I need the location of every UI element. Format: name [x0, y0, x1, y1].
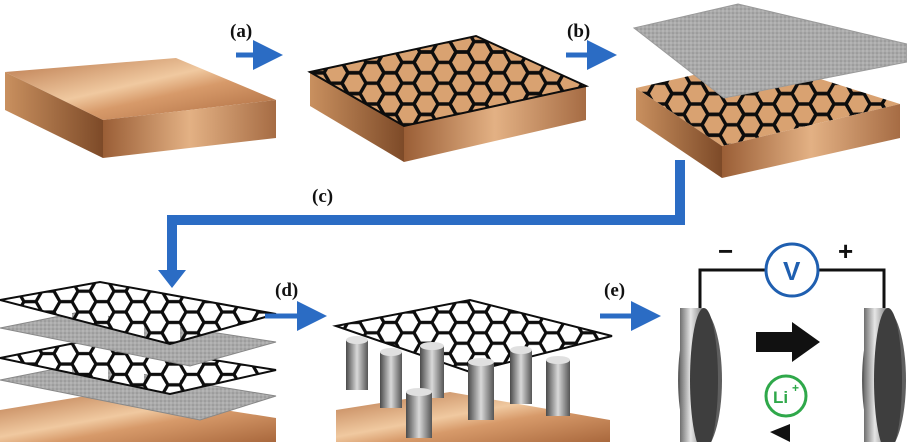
li-ion	[764, 374, 808, 418]
pillared-structure	[332, 298, 613, 442]
positive-electrode	[862, 308, 906, 442]
li-ion-label: Li	[773, 388, 788, 407]
positive-terminal-sign: +	[838, 236, 853, 266]
return-arrow	[770, 424, 790, 442]
step-label-c: (c)	[312, 186, 333, 207]
step-label-a: (a)	[230, 21, 252, 42]
step-label-b: (b)	[567, 21, 590, 42]
film-on-graphene	[632, 3, 907, 178]
voltmeter	[764, 242, 820, 298]
li-ion-charge: +	[792, 381, 799, 395]
negative-terminal-sign: −	[718, 236, 733, 266]
graphene-on-copper	[307, 34, 590, 162]
step-label-e: (e)	[604, 280, 625, 301]
copper-foil	[5, 58, 276, 158]
negative-electrode	[678, 308, 722, 442]
step-label-d: (d)	[275, 280, 298, 301]
voltmeter-label: V	[783, 256, 801, 286]
ion-flow-arrow	[756, 322, 820, 362]
battery-cell: V − + Li +	[678, 236, 906, 442]
deposited-film	[632, 3, 907, 99]
circuit-wire	[698, 268, 768, 308]
pillars	[346, 336, 570, 438]
arrow-c	[158, 160, 685, 288]
stacked-layers	[0, 280, 277, 442]
